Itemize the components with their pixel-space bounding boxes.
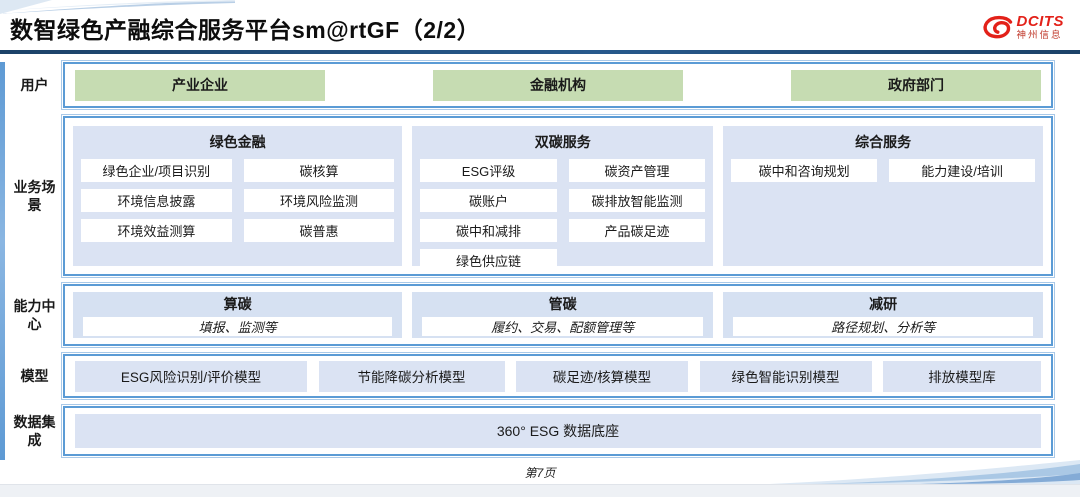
diagram-content: 用户 产业企业 金融机构 政府部门 业务场景 绿色金融 绿色企业/项目识别 碳核… <box>0 54 1080 456</box>
title-rule <box>0 50 1080 54</box>
model-item: 节能降碳分析模型 <box>318 360 505 392</box>
column-items: 绿色企业/项目识别 碳核算 环境信息披露 环境风险监测 环境效益测算 碳普惠 <box>81 159 395 242</box>
scenario-item: 绿色企业/项目识别 <box>81 159 232 182</box>
column-dual-carbon: 双碳服务 ESG评级 碳资产管理 碳账户 碳排放智能监测 碳中和减排 产品碳足迹… <box>412 126 714 272</box>
data-integration-container: 360° ESG 数据底座 <box>63 406 1053 456</box>
user-box: 政府部门 <box>791 69 1041 101</box>
user-box: 产业企业 <box>75 69 325 101</box>
capabilities-container: 算碳 填报、监测等 管碳 履约、交易、配额管理等 减研 路径规划、分析等 <box>63 284 1053 346</box>
scenario-item: 碳中和咨询规划 <box>731 159 878 182</box>
capability-reduce-research: 减研 路径规划、分析等 <box>723 292 1043 338</box>
capability-title: 管碳 <box>548 296 577 312</box>
capability-desc: 路径规划、分析等 <box>733 317 1033 336</box>
scenario-item: 碳排放智能监测 <box>568 189 706 212</box>
model-item: 排放模型库 <box>883 360 1041 392</box>
scenarios-container: 绿色金融 绿色企业/项目识别 碳核算 环境信息披露 环境风险监测 环境效益测算 … <box>63 116 1053 276</box>
scenario-item: 环境风险监测 <box>243 189 395 212</box>
scenario-item: 碳账户 <box>420 189 557 212</box>
row-label-scenarios: 业务场景 <box>13 178 56 213</box>
scenario-item: 绿色供应链 <box>420 249 557 272</box>
model-item: ESG风险识别/评价模型 <box>75 360 307 392</box>
logo-brand: DCITS <box>1016 13 1064 30</box>
capability-desc: 履约、交易、配额管理等 <box>422 317 704 336</box>
model-item: 碳足迹/核算模型 <box>516 360 688 392</box>
column-title: 双碳服务 <box>534 134 591 150</box>
row-users: 用户 产业企业 金融机构 政府部门 <box>6 62 1053 108</box>
capability-calc-carbon: 算碳 填报、监测等 <box>73 292 403 338</box>
logo-text: DCITS 神州信息 <box>1017 14 1065 41</box>
scenario-item: 产品碳足迹 <box>568 219 706 242</box>
data-base-item: 360° ESG 数据底座 <box>75 414 1041 448</box>
bottom-swoosh-decoration <box>770 460 1080 484</box>
row-capabilities: 能力中心 算碳 填报、监测等 管碳 履约、交易、配额管理等 减研 路径规划、分析… <box>6 284 1053 346</box>
column-title: 综合服务 <box>855 134 912 150</box>
scenario-item: 碳资产管理 <box>568 159 706 182</box>
capability-desc: 填报、监测等 <box>83 317 393 336</box>
scenario-item: 能力建设/培训 <box>889 159 1035 182</box>
column-items: ESG评级 碳资产管理 碳账户 碳排放智能监测 碳中和减排 产品碳足迹 绿色供应… <box>420 159 706 272</box>
users-container: 产业企业 金融机构 政府部门 <box>63 62 1053 108</box>
models-container: ESG风险识别/评价模型 节能降碳分析模型 碳足迹/核算模型 绿色智能识别模型 … <box>63 354 1053 398</box>
row-label-models: 模型 <box>20 367 49 384</box>
row-scenarios: 业务场景 绿色金融 绿色企业/项目识别 碳核算 环境信息披露 环境风险监测 环境… <box>6 116 1053 276</box>
bottom-band <box>0 484 1080 497</box>
top-swoosh-decoration <box>0 0 235 14</box>
column-green-finance: 绿色金融 绿色企业/项目识别 碳核算 环境信息披露 环境风险监测 环境效益测算 … <box>73 126 403 266</box>
capability-manage-carbon: 管碳 履约、交易、配额管理等 <box>412 292 714 338</box>
model-item: 绿色智能识别模型 <box>699 360 872 392</box>
capability-title: 算碳 <box>223 296 252 312</box>
row-label-data-integration: 数据集成 <box>13 413 56 448</box>
dcits-logo: DCITS 神州信息 <box>980 14 1065 41</box>
dcits-swirl-icon <box>982 15 1012 39</box>
column-items: 碳中和咨询规划 能力建设/培训 <box>731 159 1035 182</box>
logo-subtitle: 神州信息 <box>1016 30 1063 41</box>
scenario-item: ESG评级 <box>420 159 557 182</box>
capability-title: 减研 <box>869 296 898 312</box>
left-accent-bar <box>0 62 5 460</box>
scenario-item: 碳中和减排 <box>420 219 557 242</box>
page-title: 数智绿色产融综合服务平台sm@rtGF（2/2） <box>10 17 481 43</box>
scenario-item: 碳普惠 <box>243 219 395 242</box>
row-models: 模型 ESG风险识别/评价模型 节能降碳分析模型 碳足迹/核算模型 绿色智能识别… <box>6 354 1053 398</box>
column-comprehensive: 综合服务 碳中和咨询规划 能力建设/培训 <box>723 126 1043 266</box>
scenario-item: 环境效益测算 <box>81 219 232 242</box>
row-label-users: 用户 <box>20 76 49 93</box>
user-box: 金融机构 <box>433 69 683 101</box>
scenario-item: 碳核算 <box>243 159 395 182</box>
page-number: 第7页 <box>524 466 556 480</box>
column-title: 绿色金融 <box>209 134 266 150</box>
header: 数智绿色产融综合服务平台sm@rtGF（2/2） DCITS 神州信息 <box>0 0 1080 50</box>
scenario-item: 环境信息披露 <box>81 189 232 212</box>
row-data-integration: 数据集成 360° ESG 数据底座 <box>6 406 1053 456</box>
row-label-capabilities: 能力中心 <box>13 297 56 332</box>
